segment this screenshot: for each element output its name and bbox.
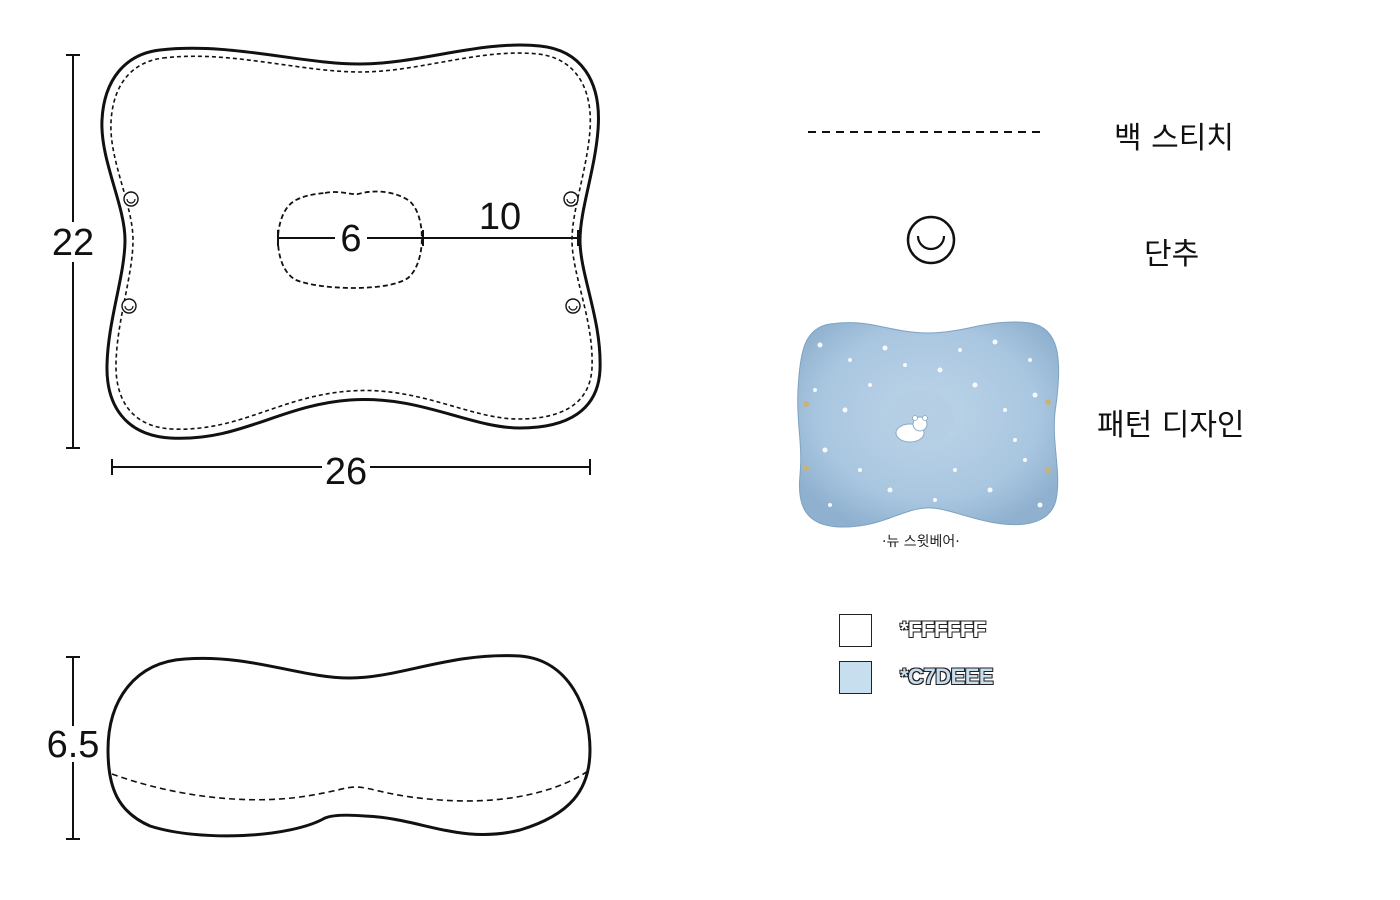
pattern-design-image bbox=[797, 321, 1060, 528]
top-view: 22 6 10 bbox=[52, 43, 602, 493]
bear-icon bbox=[895, 415, 928, 443]
button-icon bbox=[563, 191, 579, 207]
button-icon bbox=[123, 191, 139, 207]
width-label: 26 bbox=[325, 451, 367, 493]
pattern-caption: ·뉴 스윗베어· bbox=[882, 534, 960, 550]
back-stitch-line-side bbox=[111, 770, 589, 802]
button-icon bbox=[565, 298, 581, 314]
back-stitch-line-top bbox=[110, 52, 593, 430]
back-stitch-label: 백 스티치 bbox=[1114, 121, 1234, 156]
side-height-label: 6.5 bbox=[47, 724, 100, 766]
button-label: 단추 bbox=[1144, 237, 1200, 272]
pillow-outline-side bbox=[106, 654, 592, 838]
color-code-white: *FFFFFF bbox=[900, 617, 986, 642]
pattern-design-label: 패턴 디자인 bbox=[1097, 408, 1245, 443]
height-label: 22 bbox=[52, 222, 94, 264]
head-hole-outline bbox=[277, 190, 423, 289]
offset-label: 10 bbox=[479, 196, 521, 238]
height-label-bg bbox=[52, 222, 96, 262]
color-swatch-blue bbox=[839, 661, 872, 694]
color-swatch-white bbox=[839, 614, 872, 647]
pillow-outline-top bbox=[100, 43, 602, 440]
button-legend-icon bbox=[906, 215, 956, 265]
hole-width-label: 6 bbox=[340, 218, 361, 260]
button-icon bbox=[121, 298, 137, 314]
side-height-label-bg bbox=[46, 726, 102, 762]
side-view: 6.5 bbox=[46, 654, 592, 840]
color-code-blue: *C7DEEE bbox=[900, 664, 994, 689]
